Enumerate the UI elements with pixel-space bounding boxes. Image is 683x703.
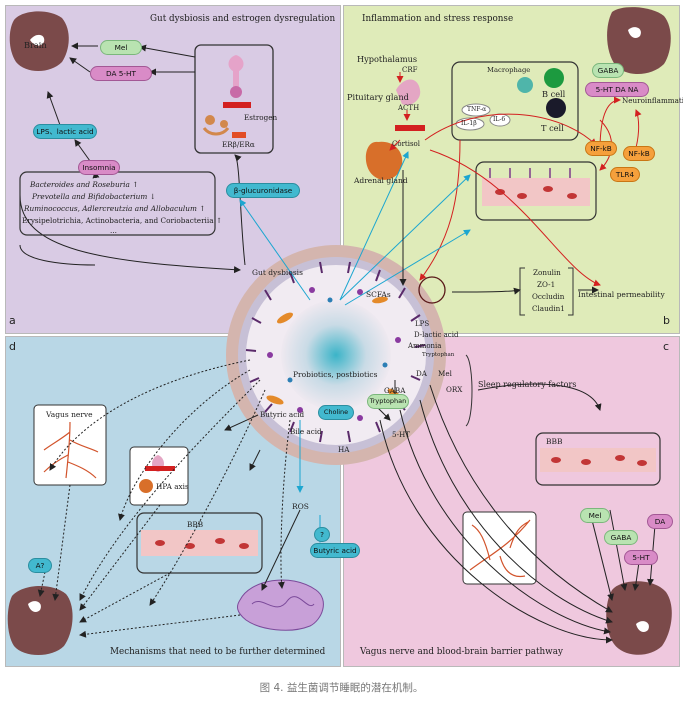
5ht-pill-c: 5-HT [624,550,658,565]
brain-icon-b [607,7,671,75]
bile-acid-label: Bile acid [290,427,322,436]
pituitary-label: Pituitary gland [347,92,409,102]
panel-a-title: Gut dysbiosis and estrogen dysregulation [150,14,336,24]
tryptophan-label: Tryptophan [422,352,455,358]
sleep-factors-label: Sleep regulatory factors [478,380,577,389]
panel-d-title: Mechanisms that need to be further deter… [110,647,326,657]
bacteria-line-4: Erysipelotrichia, Actinobacteria, and Co… [22,216,223,225]
brain-icon-a [9,11,69,72]
cortisol-label: Cortisol [392,140,421,148]
bacteria-line-5: ... [110,226,117,235]
choline-pill: Choline [318,405,354,420]
nfkb-pill-2: NF-kB [623,146,655,161]
probiotics-label: Probiotics, postbiotics [293,370,378,379]
panel-letter-c: c [663,340,670,353]
macrophage-label: Macrophage [487,66,531,74]
hpa-axis-label: HPA axis [156,482,189,491]
gaba-center-label: GABA [384,386,406,395]
butyric-center-label: Butyric acid [260,410,305,419]
da-5ht-pill-a: DA 5-HT [90,66,152,81]
gaba-pill-b: GABA [592,63,624,78]
estrogen-box [194,44,274,154]
intestinal-permeability-label: Intestinal permeability [578,290,665,299]
bbb-label-d: BBB [187,520,204,529]
acth-label: ACTH [398,104,420,112]
gaba-pill-c: GABA [604,530,638,545]
panel-c-title: Vagus nerve and blood-brain barrier path… [360,647,563,657]
lps-center-label: LPS [415,320,430,328]
hpa-graphics [365,61,579,180]
panel-letter-a: a [9,314,16,327]
gut-dysbiosis-label: Gut dysbiosis [252,268,303,277]
estrogen-label: Estrogen [244,113,278,122]
brain-icon-c [606,581,672,655]
erb-label: ERβ/ERα [222,140,255,149]
a-question-pill: A? [28,558,52,573]
occludin-label: Occludin [532,292,565,301]
insomnia-pill: Insomnia [78,160,120,175]
zonulin-label: Zonulin [533,268,561,277]
panel-b-title: Inflammation and stress response [362,14,514,24]
mel-pill-a: Mel [100,40,142,55]
bcell-label: B cell [542,89,566,99]
scfas-label: SCFAs [366,290,391,299]
tryptophan-pill: Tryptophan [367,394,409,409]
bacteria-line-3: Ruminococcus, Adlercreutzia and Allobacu… [24,204,206,213]
adrenal-label: Adrenal gland [354,176,408,185]
lps-lactic-pill: LPS、lactic acid [33,124,97,139]
il6-label: IL-6 [493,116,506,123]
bbb-label-c: BBB [546,437,563,446]
ha-label: HA [338,445,350,454]
bacteria-line-1: Bacteroides and Roseburia ↑ [30,180,139,189]
hypothalamus-label: Hypothalamus [357,54,418,64]
neuroinflammation-label: Neuroinflammation [622,96,683,105]
mel-center-label: Mel [438,369,452,378]
crf-label: CRF [402,66,418,74]
ht-da-na-pill: 5-HT DA NA [585,82,649,97]
da-pill-c: DA [647,514,673,529]
panel-letter-b: b [663,314,670,327]
bbb-graphics-c [462,432,661,585]
zo1-label: ZO-1 [537,280,556,289]
question-pill: ? [314,527,330,542]
panel-letter-d: d [9,340,16,353]
tnf-label: TNF-α [467,106,487,113]
vagus-label: Vagus nerve [46,410,93,419]
ros-label: ROS [292,502,309,511]
il1b-label: IL-1β [461,120,477,127]
gut-cell [226,245,446,465]
claudin-label: Claudin1 [532,304,565,313]
barrier-box-b [475,161,597,221]
da-center-label: DA [416,369,427,378]
ammonia-label: Ammonia [408,342,442,350]
glucuronidase-pill: β-glucuronidase [226,183,300,198]
bacteria-line-2: Prevotella and Bifidobacterium ↓ [32,192,156,201]
mel-pill-c: Mel [580,508,610,523]
5ht-center-label: 5-HT [392,430,411,439]
brain-label: Brain [24,40,47,50]
tlr4-pill: TLR4 [610,167,640,182]
tcell-label: T cell [541,123,564,133]
brain-icon-d [7,585,73,655]
orx-label: ORX [446,385,463,394]
figure-caption: 图 4. 益生菌调节睡眠的潜在机制。 [259,682,424,694]
butyric-pill-d: Butyric acid [310,543,360,558]
nfkb-pill-1: NF-kB [585,141,617,156]
dlactic-label: D-lactic acid [414,331,459,339]
